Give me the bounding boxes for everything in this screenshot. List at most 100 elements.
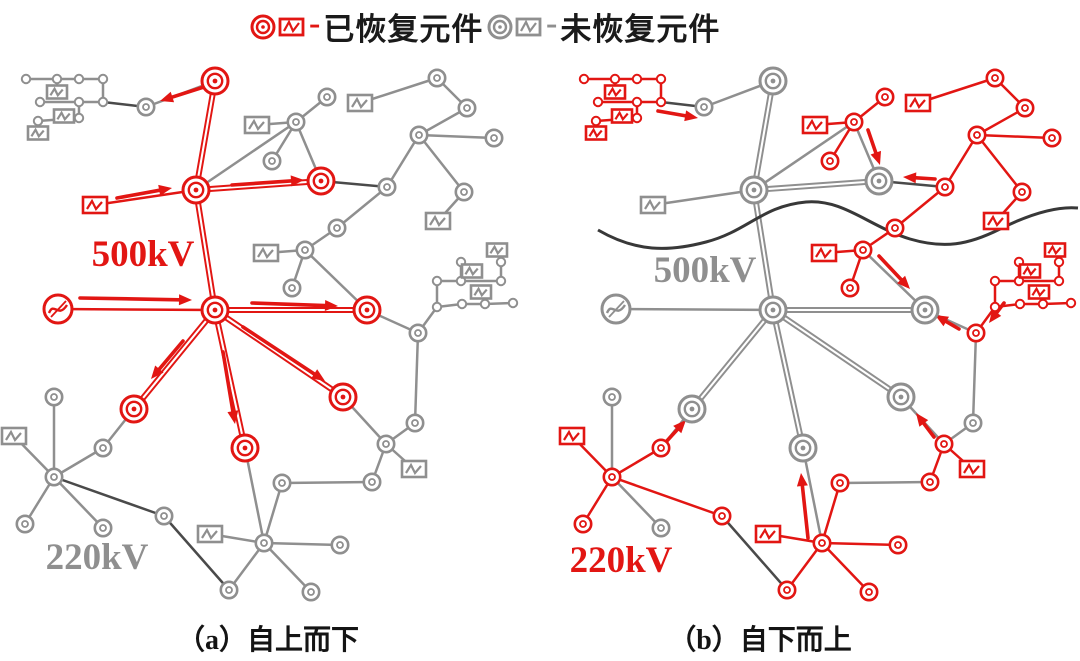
node-Lred — [639, 195, 667, 215]
distribution-line — [227, 541, 266, 592]
node-R1 — [306, 166, 336, 196]
distribution-line — [52, 475, 105, 530]
node-nq — [651, 518, 671, 538]
restoration-arrow-head — [870, 150, 881, 165]
distribution-line — [162, 514, 231, 592]
restoration-arrow-shaft — [877, 254, 903, 282]
node-nj — [362, 472, 382, 492]
node-Lc — [26, 125, 50, 141]
node-R2 — [352, 295, 382, 325]
restoration-arrow-shaft — [656, 109, 687, 118]
node-tl9 — [73, 112, 85, 124]
node-nh — [282, 278, 302, 298]
node-Lk — [958, 459, 986, 479]
node-Ld — [243, 115, 271, 135]
distribution-line — [971, 331, 978, 425]
distribution-line — [720, 514, 789, 592]
node-GN1 — [136, 97, 156, 117]
restoration-arrow-head — [311, 369, 325, 381]
transmission-line-gap — [771, 308, 903, 399]
panel-b-network — [558, 66, 1079, 602]
legend-item-unrestored: - 未恢复元件 — [487, 4, 720, 49]
transmission-line-gap — [752, 79, 775, 192]
distribution-line — [262, 481, 284, 545]
node-R4 — [788, 433, 818, 463]
distribution-line — [610, 475, 663, 530]
node-R2 — [910, 295, 940, 325]
node-Ll — [754, 524, 782, 544]
node-nd — [457, 98, 477, 118]
double-ring-node-icon — [487, 14, 513, 39]
restoration-arrow-head — [324, 300, 338, 312]
node-A2 — [377, 177, 397, 197]
node-Lk — [400, 459, 428, 479]
node-B1 — [966, 323, 986, 343]
generator-icon — [47, 304, 69, 314]
restoration-arrow-head — [684, 110, 698, 122]
label-220kv-panel-b: 220kV — [569, 540, 673, 581]
restoration-arrow-shaft — [170, 84, 209, 99]
distribution-line — [56, 307, 217, 312]
distribution-line — [838, 480, 932, 485]
node-nd — [1015, 98, 1035, 118]
node-nj — [920, 472, 940, 492]
node-tl6 — [631, 96, 643, 108]
node-Li — [460, 263, 484, 279]
load-icon — [278, 17, 305, 36]
restoration-arrow-shaft — [115, 188, 162, 200]
node-hb — [820, 151, 840, 171]
transmission-line-gap — [194, 188, 217, 312]
node-ha — [317, 87, 337, 107]
restoration-arrow-shaft — [78, 296, 181, 302]
node-hb — [262, 151, 282, 171]
node-nc — [427, 68, 447, 88]
node-tl2 — [609, 73, 621, 85]
restoration-arrow-shaft — [221, 350, 235, 413]
generator-icon — [605, 304, 627, 314]
distribution-line — [417, 133, 466, 194]
restoration-arrow-shaft — [250, 301, 327, 308]
node-ng — [885, 218, 905, 238]
distribution-line — [975, 133, 1024, 194]
distribution-line — [194, 120, 298, 192]
node-H3 — [286, 112, 306, 132]
restoration-arrow-shaft — [914, 176, 937, 181]
node-tl3 — [73, 73, 85, 85]
node-bd1 — [989, 301, 1001, 313]
node-A3 — [409, 125, 429, 145]
node-nf — [454, 182, 474, 202]
restoration-arrow-head — [151, 365, 164, 379]
restoration-arrow-head — [673, 420, 686, 434]
node-ns — [154, 506, 174, 526]
distribution-line — [614, 307, 775, 312]
node-S1 — [602, 467, 622, 487]
node-no — [602, 387, 622, 407]
distribution-line — [820, 541, 900, 547]
legend-separator: - — [546, 4, 558, 42]
legend-unrestored-label: 未恢复元件 — [560, 12, 721, 47]
node-R3 — [886, 382, 916, 412]
node-bd7 — [456, 298, 468, 310]
node-B2 — [405, 413, 425, 433]
transmission-line-gap — [213, 308, 247, 450]
node-Ll — [196, 524, 224, 544]
legend-item-restored: - 已恢复元件 — [250, 4, 483, 49]
load-icon — [515, 17, 542, 36]
node-Lb — [52, 108, 76, 124]
distribution-line — [943, 133, 979, 189]
node-Li — [1018, 263, 1042, 279]
node-Lh — [1043, 242, 1067, 258]
restoration-arrow-shaft — [241, 325, 316, 376]
node-Lj — [469, 284, 493, 300]
node-Le — [346, 93, 374, 113]
node-Lg — [252, 243, 280, 263]
distribution-line — [752, 120, 856, 192]
distribution-line — [651, 188, 756, 207]
node-bd8 — [1037, 298, 1049, 310]
restoration-arrow-head — [796, 473, 808, 487]
node-nr — [93, 438, 113, 458]
label-220kv-panel-a: 220kV — [45, 537, 149, 578]
node-R4 — [230, 433, 260, 463]
node-Lf — [424, 211, 452, 231]
